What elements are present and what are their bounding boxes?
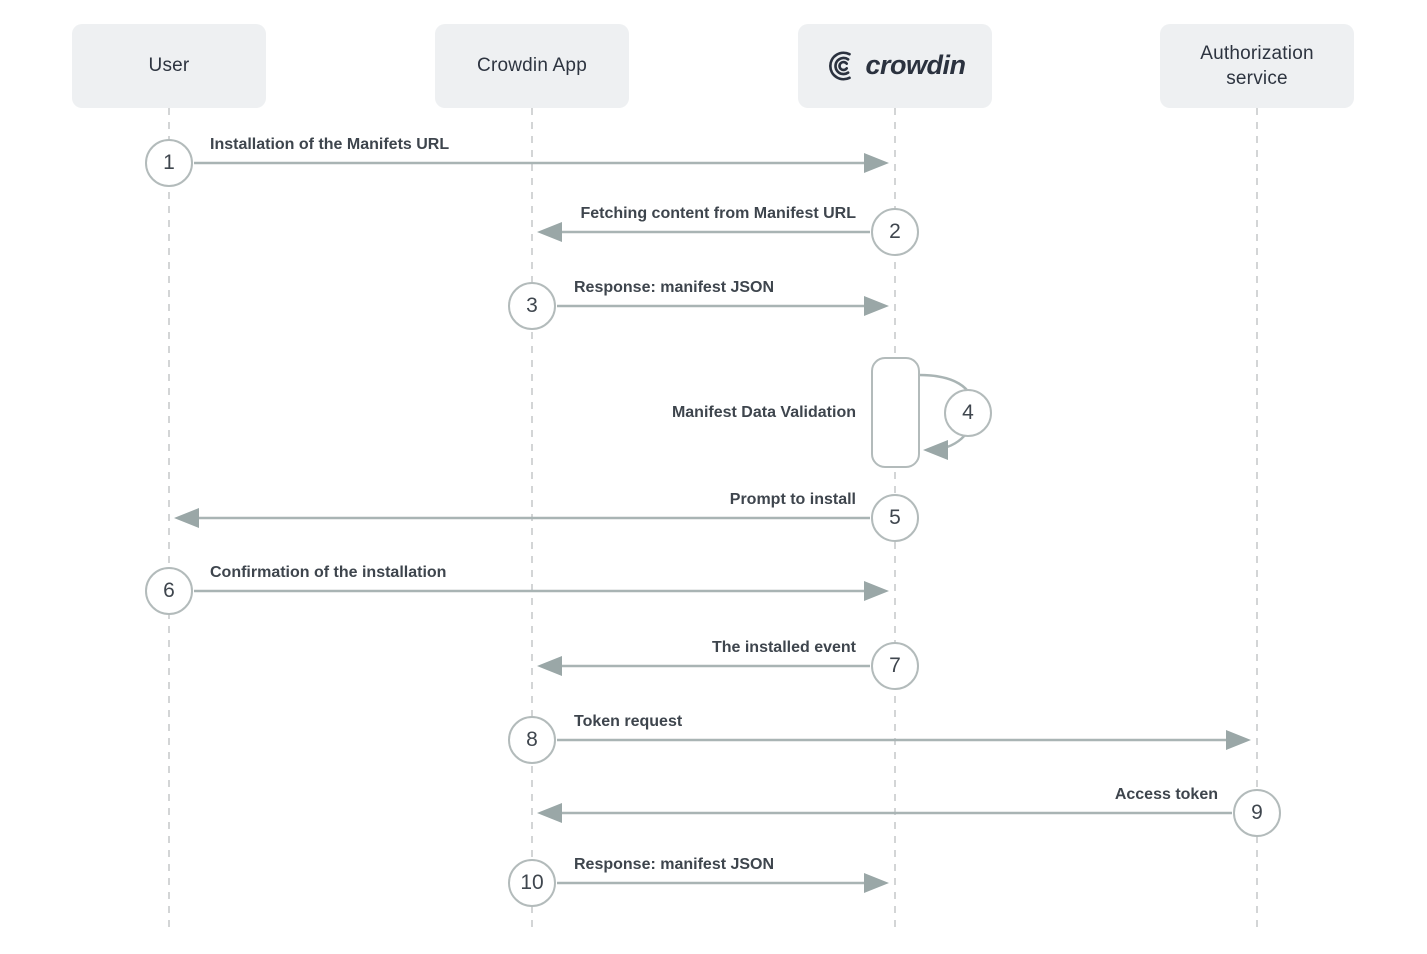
actor-label-crowdin-app: Crowdin App: [477, 55, 587, 77]
message-label-7: The installed event: [711, 639, 856, 656]
step-circle-6: 6: [145, 567, 193, 615]
message-label-8: Token request: [574, 713, 683, 730]
actor-box-user: User: [72, 24, 266, 108]
message-label-5: Prompt to install: [729, 491, 856, 508]
message-label-2: Fetching content from Manifest URL: [580, 205, 856, 222]
step-circle-4: 4: [944, 389, 992, 437]
message-label-3: Response: manifest JSON: [574, 279, 775, 296]
step-circle-1: 1: [145, 139, 193, 187]
step-circle-8: 8: [508, 716, 556, 764]
message-label-4: Manifest Data Validation: [671, 404, 856, 421]
step-circle-5: 5: [871, 494, 919, 542]
step-circle-10: 10: [508, 859, 556, 907]
actor-label-user: User: [148, 55, 190, 77]
actor-box-crowdin: crowdin: [798, 24, 992, 108]
activation-box: [871, 357, 920, 468]
crowdin-bird-swirl-icon: [829, 51, 852, 81]
step-circle-9: 9: [1233, 789, 1281, 837]
actor-box-authorization-service: Authorization service: [1160, 24, 1354, 108]
step-circle-2: 2: [871, 208, 919, 256]
actor-box-crowdin-app: Crowdin App: [435, 24, 629, 108]
crowdin-logo: crowdin: [824, 48, 966, 84]
step-circle-3: 3: [508, 282, 556, 330]
step-circle-7: 7: [871, 642, 919, 690]
actor-label-authorization-service: Authorization service: [1200, 42, 1314, 89]
message-label-10: Response: manifest JSON: [574, 856, 775, 873]
message-label-6: Confirmation of the installation: [210, 564, 447, 581]
message-label-9: Access token: [1114, 786, 1218, 803]
crowdin-logo-wordmark: crowdin: [865, 50, 966, 81]
message-label-1: Installation of the Manifets URL: [210, 136, 450, 153]
